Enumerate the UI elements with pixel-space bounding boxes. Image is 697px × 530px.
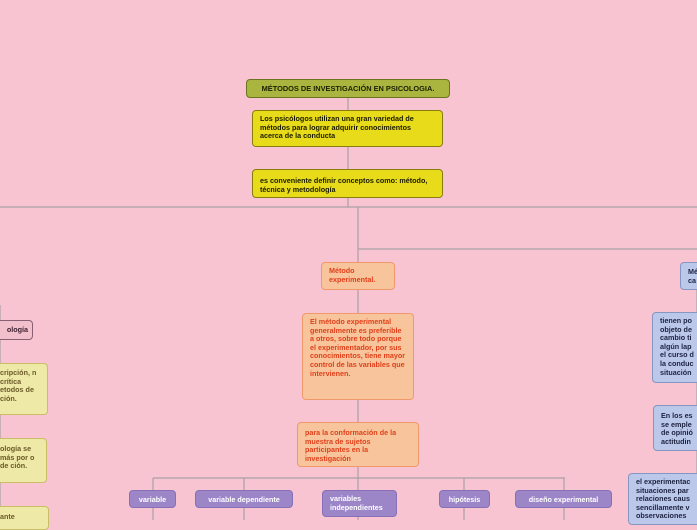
child-node-diseno-experimental[interactable]: diseño experimental	[515, 490, 612, 508]
root-node[interactable]: MÉTODOS DE INVESTIGACIÓN EN PSICOLOGIA.	[246, 79, 450, 98]
left-branch-note-1[interactable]: cripción, n crítica etodos de ción.	[0, 363, 48, 415]
child-node-variable-dependiente[interactable]: variable dependiente	[195, 490, 293, 508]
intro-node-conceptos[interactable]: es conveniente definir conceptos como: m…	[252, 169, 443, 198]
right-branch-note-2[interactable]: En los es se emple de opinió actitudin	[653, 405, 697, 451]
left-branch-note-3[interactable]: ante	[0, 506, 49, 530]
metodo-experimental-node[interactable]: Método experimental.	[321, 262, 395, 290]
muestra-node[interactable]: para la conformación de la muestra de su…	[297, 422, 419, 467]
left-branch-title-node[interactable]: ología	[0, 320, 33, 340]
intro-node-psicologos[interactable]: Los psicólogos utilizan una gran varieda…	[252, 110, 443, 147]
experimental-description-node[interactable]: El método experimental generalmente es p…	[302, 313, 414, 400]
right-branch-note-3[interactable]: el experimentac situaciones par relacion…	[628, 473, 697, 525]
right-branch-title-node[interactable]: Mé ca	[680, 262, 697, 290]
child-node-variable[interactable]: variable	[129, 490, 176, 508]
child-node-variables-independientes[interactable]: variables independientes	[322, 490, 397, 517]
child-node-hipotesis[interactable]: hipótesis	[439, 490, 490, 508]
right-branch-note-1[interactable]: tienen po objeto de cambio ti algún lap …	[652, 312, 697, 383]
left-branch-note-2[interactable]: ología se más por o de ción.	[0, 438, 47, 483]
